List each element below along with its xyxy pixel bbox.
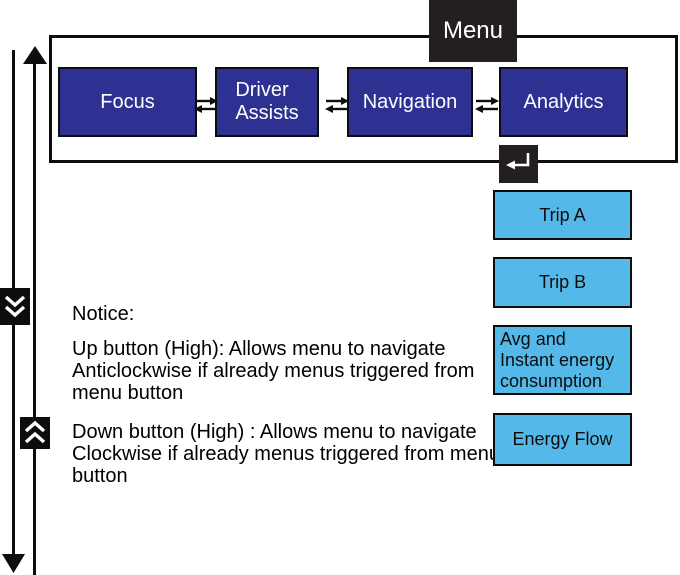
double-chevron-down-icon [4, 295, 26, 317]
up-arrow-line [33, 62, 36, 575]
menu-item-navigation[interactable]: Navigation [347, 67, 473, 137]
menu-item-driver-assists[interactable]: Driver Assists [215, 67, 319, 137]
menu-item-focus-label: Focus [100, 90, 155, 113]
notice-title: Notice: [72, 303, 135, 325]
left-right-arrows-icon [194, 97, 218, 113]
submenu-item-avg-instant-energy[interactable]: Avg and Instant energy consumption [493, 325, 632, 395]
down-arrowhead-icon [2, 554, 25, 573]
menu-button-label: Menu [442, 17, 504, 44]
menu-item-focus[interactable]: Focus [58, 67, 197, 137]
notice-up-note: Up button (High): Allows menu to navigat… [72, 338, 475, 404]
enter-button[interactable] [499, 145, 538, 183]
menu-button[interactable]: Menu [429, 0, 517, 62]
submenu-item-energy-flow[interactable]: Energy Flow [493, 413, 632, 466]
submenu-item-trip-b-label: Trip B [538, 272, 587, 292]
notice-down-note: Down button (High) : Allows menu to navi… [72, 421, 500, 487]
enter-return-icon [505, 153, 529, 170]
submenu-item-avg-instant-energy-label: Avg and Instant energy consumption [500, 328, 615, 391]
menu-item-analytics[interactable]: Analytics [499, 67, 628, 137]
submenu-item-trip-a[interactable]: Trip A [493, 190, 632, 240]
submenu-item-trip-a-label: Trip A [539, 204, 586, 225]
submenu-item-trip-b[interactable]: Trip B [493, 257, 632, 308]
menu-item-driver-assists-label: Driver Assists [235, 79, 299, 124]
menu-item-analytics-label: Analytics [523, 90, 604, 113]
left-right-arrows-icon [325, 97, 349, 113]
left-right-arrows-icon [475, 97, 499, 113]
up-arrowhead-icon [23, 46, 47, 64]
menu-item-navigation-label: Navigation [362, 90, 458, 113]
up-button[interactable] [20, 417, 50, 449]
double-chevron-up-icon [24, 420, 46, 444]
down-button[interactable] [0, 288, 30, 325]
submenu-item-energy-flow-label: Energy Flow [512, 429, 613, 449]
